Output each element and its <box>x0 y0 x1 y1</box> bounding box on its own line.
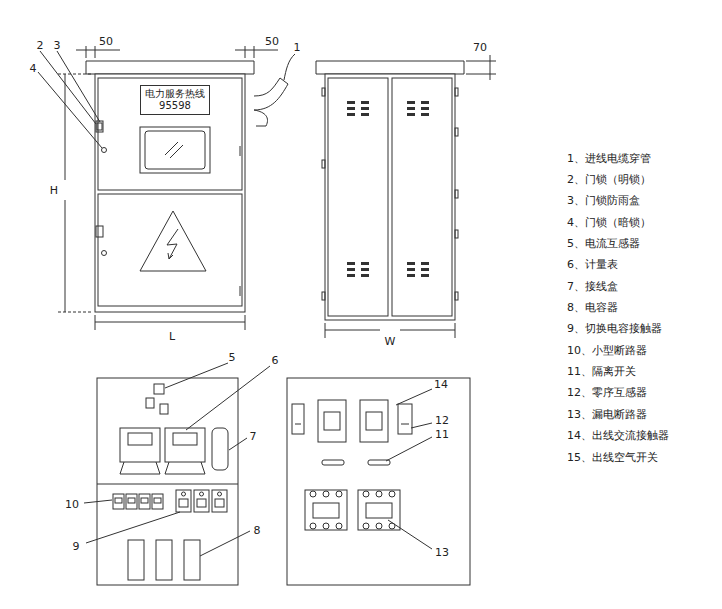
callout-number: 3 <box>54 39 61 52</box>
dimension: W <box>385 335 396 348</box>
callout-number: 14 <box>434 378 448 391</box>
parts-list-item: 4、门锁（暗锁） <box>567 216 651 229</box>
sign-text: 95598 <box>159 100 191 112</box>
callout-number: 12 <box>435 414 449 427</box>
callout-number: 13 <box>435 546 449 559</box>
parts-list-item: 7、接线盒 <box>567 280 618 293</box>
dimension: H <box>50 184 58 197</box>
sign-box: 电力服务热线95598 <box>140 85 210 115</box>
callout-number: 4 <box>30 62 37 75</box>
dimension: 70 <box>473 41 487 54</box>
callout-number: 5 <box>229 351 236 364</box>
callout-number: 9 <box>73 540 80 553</box>
parts-list-item: 14、出线交流接触器 <box>567 429 669 442</box>
callout-number: 7 <box>250 430 257 443</box>
callout-number: 1 <box>294 41 301 54</box>
parts-list-item: 8、电容器 <box>567 301 618 314</box>
parts-list-item: 5、电流互感器 <box>567 237 640 250</box>
parts-list-item: 6、计量表 <box>567 258 618 271</box>
parts-list-item: 1、进线电缆穿管 <box>567 152 651 165</box>
parts-list-item: 3、门锁防雨盒 <box>567 194 640 207</box>
parts-list-item: 11、隔离开关 <box>567 365 636 378</box>
parts-list-item: 15、出线空气开关 <box>567 451 658 464</box>
parts-list-item: 10、小型断路器 <box>567 344 647 357</box>
dimension: 50 <box>99 35 113 48</box>
parts-list-item: 13、漏电断路器 <box>567 408 647 421</box>
dimension: L <box>169 330 175 343</box>
parts-list-item: 12、零序互感器 <box>567 386 647 399</box>
callout-number: 8 <box>254 524 261 537</box>
dimension: 50 <box>265 35 279 48</box>
parts-list-item: 9、切换电容接触器 <box>567 322 662 335</box>
parts-list-item: 2、门锁（明锁） <box>567 173 651 186</box>
sign-text: 电力服务热线 <box>145 88 205 100</box>
callout-number: 2 <box>37 39 44 52</box>
callout-number: 10 <box>65 498 79 511</box>
callout-number: 6 <box>272 354 279 367</box>
callout-number: 11 <box>435 428 449 441</box>
